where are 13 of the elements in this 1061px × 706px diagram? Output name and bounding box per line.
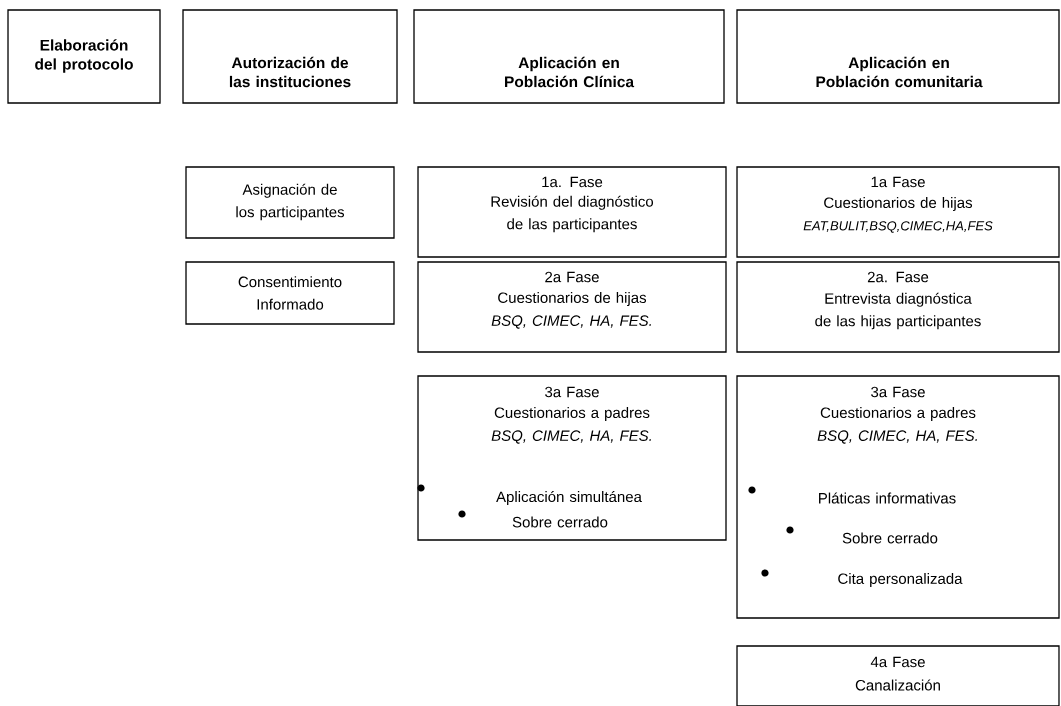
phase-box: Asignación de los participantes (185, 166, 395, 239)
phase-box: 1a Fase Cuestionarios de hijas EAT,BULIT,BSQ,CIMEC,HA,FES (736, 166, 1060, 258)
phase-box: 3a Fase Cuestionarios a padres BSQ, CIMEC, HA, FES. Pláticas informativas Sobre cerrado Cita personalizada (736, 375, 1060, 619)
phase-box: 4a Fase Canalización (736, 645, 1060, 706)
heading-box: Elaboración del protocolo (7, 9, 161, 104)
phase-box: 2a Fase Cuestionarios de hijas BSQ, CIMEC, HA, FES. (417, 261, 727, 353)
phase-box: 1a. Fase Revisión del diagnóstico de las participantes (417, 166, 727, 258)
heading-box: Aplicación en Población Clínica (413, 9, 725, 104)
phase-box: 3a Fase Cuestionarios a padres BSQ, CIMEC, HA, FES. Aplicación simultánea Sobre cerrado (417, 375, 727, 541)
heading-box: Aplicación en Población comunitaria (736, 9, 1060, 104)
heading-box: Autorización de las instituciones (182, 9, 398, 104)
phase-box: 2a. Fase Entrevista diagnóstica de las hijas participantes (736, 261, 1060, 353)
phase-box: Consentimiento Informado (185, 261, 395, 325)
